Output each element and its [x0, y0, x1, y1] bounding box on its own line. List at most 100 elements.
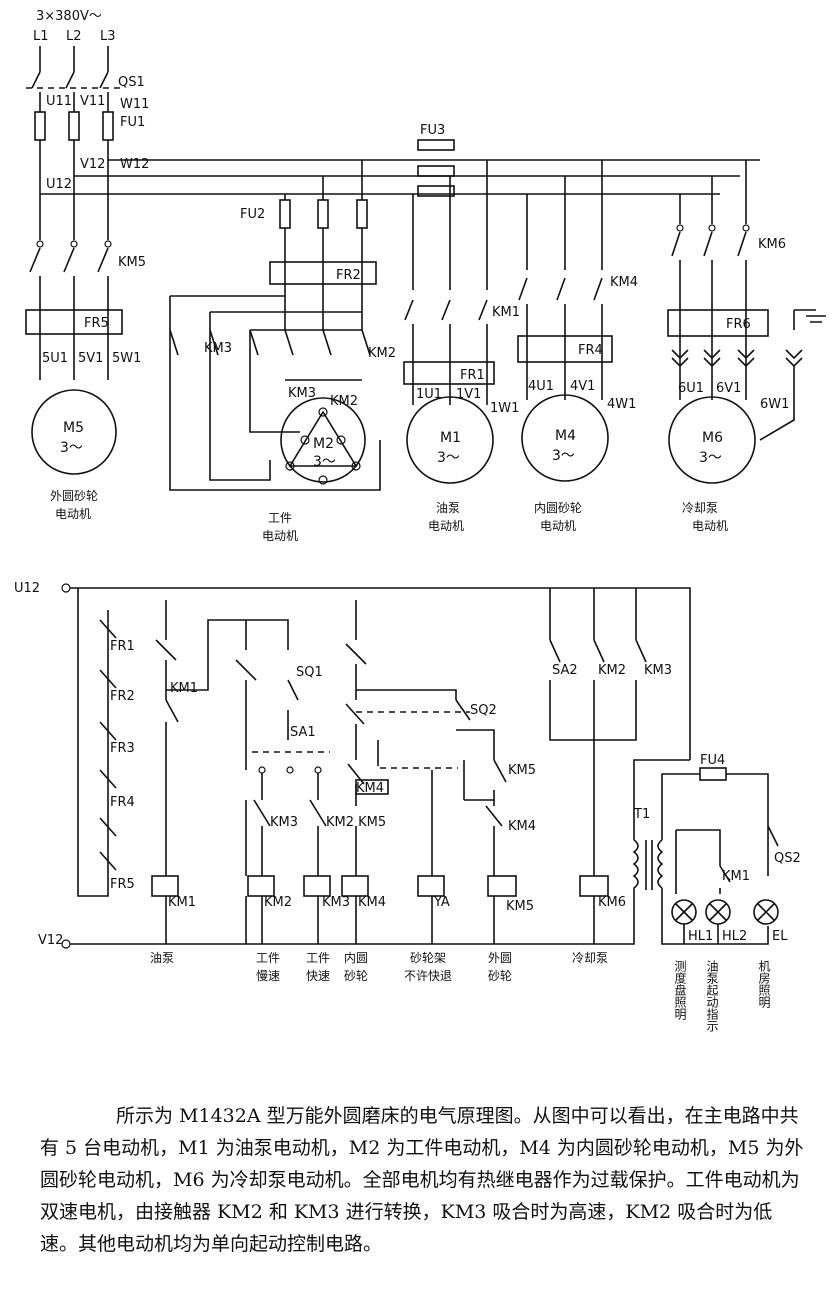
km1-main-label: KM1 — [492, 305, 520, 320]
km3-ctrl-label: KM3 — [270, 815, 298, 830]
fu2-fuse-2 — [317, 199, 329, 229]
lamp-el — [753, 899, 779, 925]
m1-phase: 3～ — [437, 450, 460, 466]
m4-caption-2: 电动机 — [540, 519, 576, 533]
m5-caption-1: 外圆砂轮 — [50, 489, 98, 503]
coil-km5-label: KM5 — [506, 899, 534, 914]
w11-label: W11 — [120, 97, 149, 112]
coil-km2 — [247, 875, 275, 897]
coil-km6 — [579, 875, 609, 897]
lamp-caption-2: 油泵起动指示 — [705, 960, 719, 1032]
supply-voltage-label: 3×380V～ — [36, 9, 102, 24]
m4-terminal-v: 4V1 — [570, 379, 595, 394]
qs2-label: QS2 — [774, 851, 801, 866]
fu3-fuse-1 — [417, 139, 455, 151]
km4-interlock-label: KM4 — [508, 819, 536, 834]
fu1-label: FU1 — [120, 115, 145, 130]
m2-caption-2: 电动机 — [262, 529, 298, 543]
fr-contact-2: FR2 — [110, 689, 135, 704]
km2-m2-label: KM2 — [330, 394, 358, 409]
fr5-relay — [25, 309, 123, 335]
lamp-caption-3: 机房照明 — [757, 960, 771, 1009]
coil-caption-6a: 外圆 — [488, 951, 512, 965]
fr-contact-4: FR4 — [110, 795, 135, 810]
m5-terminal-v: 5V1 — [78, 351, 103, 366]
sa2-label: SA2 — [552, 663, 578, 678]
fu2-label: FU2 — [240, 207, 265, 222]
coil-km1 — [151, 875, 179, 897]
m6-terminal-u: 6U1 — [678, 381, 704, 396]
coil-km1-label: KM1 — [168, 895, 196, 910]
motor-m2 — [280, 397, 366, 483]
km2-ctrl6-label: KM2 — [598, 663, 626, 678]
sa1-label: SA1 — [290, 725, 316, 740]
fu2-fuse-3 — [356, 199, 368, 229]
m5-phase: 3～ — [60, 440, 83, 456]
coil-caption-4b: 砂轮 — [344, 969, 368, 983]
fr4-relay — [517, 335, 613, 363]
t1-label: T1 — [633, 807, 650, 822]
fr2-label: FR2 — [336, 268, 361, 283]
coil-caption-4a: 内圆 — [344, 951, 368, 965]
v11-label: V11 — [80, 94, 105, 109]
m2-id: M2 — [313, 436, 334, 452]
phase-l3-label: L3 — [100, 29, 116, 44]
km1-lamp-label: KM1 — [722, 869, 750, 884]
km5-main-label: KM5 — [118, 255, 146, 270]
m6-terminal-w: 6W1 — [760, 397, 789, 412]
fr-contact-3: FR3 — [110, 741, 135, 756]
coil-km4 — [341, 875, 369, 897]
motor-m6 — [668, 396, 756, 484]
motor-m5 — [31, 389, 117, 475]
m6-phase: 3～ — [699, 450, 722, 466]
m6-caption-2: 电动机 — [692, 519, 728, 533]
fu3-fuse-2 — [417, 165, 455, 177]
fr-contact-1: FR1 — [110, 639, 135, 654]
fu1-fuse-l2 — [68, 111, 80, 141]
coil-km4-label: KM4 — [358, 895, 386, 910]
m5-caption-2: 电动机 — [55, 507, 91, 521]
fr1-relay — [403, 361, 495, 385]
m2-caption-1: 工件 — [268, 511, 292, 525]
main-circuit: 3×380V～ L1 L2 L3 QS1 U11 V11 W11 FU1 V12… — [25, 9, 826, 543]
fu2-fuse-1 — [279, 199, 291, 229]
coil-km3-label: KM3 — [322, 895, 350, 910]
motor-m1 — [406, 396, 494, 484]
electrical-schematic: 3×380V～ L1 L2 L3 QS1 U11 V11 W11 FU1 V12… — [14, 9, 826, 1032]
lamp-el-label: EL — [772, 929, 788, 944]
lamp-caption-1: 测度盘照明 — [673, 960, 687, 1021]
coil-caption-5b: 不许快退 — [404, 969, 452, 983]
fu1-fuse-l1 — [34, 111, 46, 141]
coil-ya — [417, 875, 445, 897]
motor-m4 — [521, 394, 609, 482]
coil-ya-label: YA — [433, 895, 450, 910]
km2km5-ctrl-label: KM2 KM5 — [326, 815, 386, 830]
rail-v12-label: V12 — [38, 933, 63, 948]
fu3-label: FU3 — [420, 123, 445, 138]
km3-m2-label: KM3 — [288, 386, 316, 401]
m4-phase: 3～ — [552, 448, 575, 464]
m1-terminal-u: 1U1 — [416, 387, 442, 402]
m1-terminal-v: 1V1 — [456, 387, 481, 402]
fr6-relay — [667, 309, 769, 337]
coil-caption-2a: 工件 — [256, 951, 280, 965]
coil-caption-5a: 砂轮架 — [410, 951, 446, 965]
coil-km3 — [303, 875, 331, 897]
coil-caption-6b: 砂轮 — [488, 969, 512, 983]
lamp-hl2-label: HL2 — [722, 929, 747, 944]
fr2-relay — [269, 261, 377, 285]
m6-caption-1: 冷却泵 — [682, 501, 718, 515]
coil-km6-label: KM6 — [598, 895, 626, 910]
m1-terminal-w: 1W1 — [490, 401, 519, 416]
fr-contact-5: FR5 — [110, 877, 135, 892]
m6-id: M6 — [702, 430, 723, 446]
m1-id: M1 — [440, 430, 461, 446]
m1-caption-1: 油泵 — [436, 501, 460, 515]
m1-caption-2: 电动机 — [428, 519, 464, 533]
u12-label: U12 — [46, 177, 72, 192]
coil-caption-3a: 工件 — [306, 951, 330, 965]
m5-terminal-w: 5W1 — [112, 351, 141, 366]
coil-caption-1: 油泵 — [150, 951, 174, 965]
phase-l1-label: L1 — [33, 29, 49, 44]
control-circuit: U12 V12 FR1 FR2 FR3 FR4 FR5 KM1 KM1 SQ1 … — [14, 581, 801, 1032]
